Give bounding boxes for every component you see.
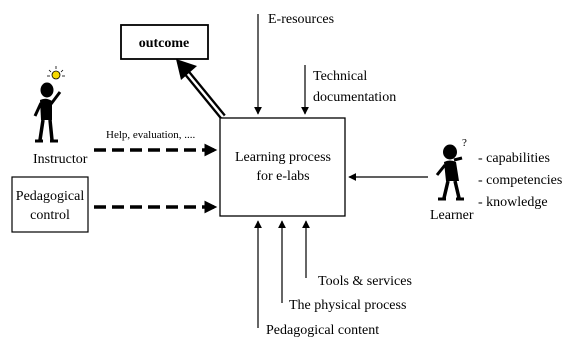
technical-label-line-2: documentation — [313, 90, 396, 105]
pedagogical-content-input: Pedagogical content — [254, 220, 379, 338]
instructor-label: Instructor — [33, 152, 88, 167]
outcome-arrow — [176, 59, 226, 120]
learner-attributes: - capabilities - competencies - knowledg… — [478, 151, 562, 210]
help-evaluation-label: Help, evaluation, .... — [106, 129, 195, 141]
outcome-label: outcome — [139, 36, 190, 51]
learner-attribute-capabilities: - capabilities — [478, 151, 550, 166]
technical-label-line-1: Technical — [313, 69, 367, 84]
e-resources-label: E-resources — [268, 12, 334, 27]
pedagogical-content-label: Pedagogical content — [266, 323, 379, 338]
instructor-figure-icon — [33, 66, 65, 143]
e-resources-input: E-resources — [254, 12, 334, 115]
learning-process-box: Learning process for e-labs — [219, 117, 346, 217]
center-line-1: Learning process — [235, 150, 331, 165]
pedagogical-control-line-2: control — [30, 208, 70, 223]
learner-figure-icon: ? — [435, 137, 467, 201]
pedagogical-control-box: Pedagogical control — [11, 176, 89, 233]
learner-attribute-knowledge: - knowledge — [478, 195, 548, 210]
tools-services-label: Tools & services — [318, 274, 412, 289]
help-evaluation-input: Help, evaluation, .... — [94, 129, 218, 157]
tools-services-input: Tools & services — [302, 220, 412, 289]
learner-attribute-competencies: - competencies — [478, 173, 562, 188]
center-line-2: for e-labs — [256, 169, 309, 184]
outcome-box: outcome — [120, 24, 209, 60]
svg-text:?: ? — [462, 137, 467, 149]
pedagogical-control-line-1: Pedagogical — [16, 189, 85, 204]
technical-documentation-input: Technical documentation — [301, 65, 396, 115]
learner-label: Learner — [430, 208, 474, 223]
physical-process-label: The physical process — [289, 298, 406, 313]
physical-process-input: The physical process — [278, 220, 406, 313]
